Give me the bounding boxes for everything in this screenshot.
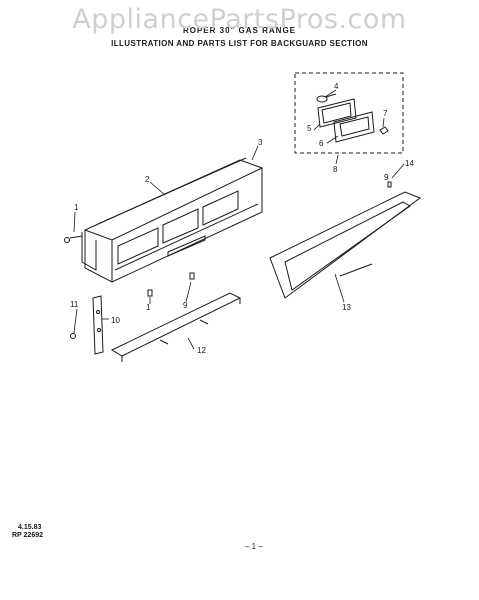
diagram-title: ROPER 30" GAS RANGE (182, 26, 297, 35)
page-number: – 1 – (245, 542, 263, 551)
diagram-subtitle: ILLUSTRATION AND PARTS LIST FOR BACKGUAR… (111, 39, 368, 48)
leader-lines (73, 89, 405, 350)
inset-detail-box (294, 72, 404, 154)
screw-1-lower (147, 289, 153, 297)
callout-9-right: 9 (384, 173, 389, 182)
backguard-panel (69, 157, 263, 283)
callout-2: 2 (145, 175, 150, 184)
callout-5: 5 (307, 124, 312, 133)
side-bracket (70, 295, 104, 355)
callout-14: 14 (405, 159, 414, 168)
screw-14 (387, 181, 392, 188)
callout-7: 7 (383, 109, 388, 118)
screw-1-upper (64, 237, 70, 243)
screw-9-left (189, 272, 195, 280)
doc-date: 4.15.83 (18, 524, 42, 531)
trim-frame (269, 191, 422, 299)
callout-4: 4 (334, 82, 339, 91)
callout-13: 13 (342, 303, 351, 312)
callout-3: 3 (258, 138, 263, 147)
callout-12: 12 (197, 346, 206, 355)
callout-11: 11 (70, 300, 79, 309)
doc-part-ref: RP 22692 (12, 532, 44, 539)
callout-10: 10 (111, 316, 120, 325)
callout-8: 8 (333, 165, 338, 174)
callout-1-lower: 1 (146, 303, 151, 312)
callout-9-left: 9 (183, 301, 188, 310)
callout-6: 6 (319, 139, 324, 148)
callout-1: 1 (74, 203, 79, 212)
bottom-rail (110, 292, 242, 362)
